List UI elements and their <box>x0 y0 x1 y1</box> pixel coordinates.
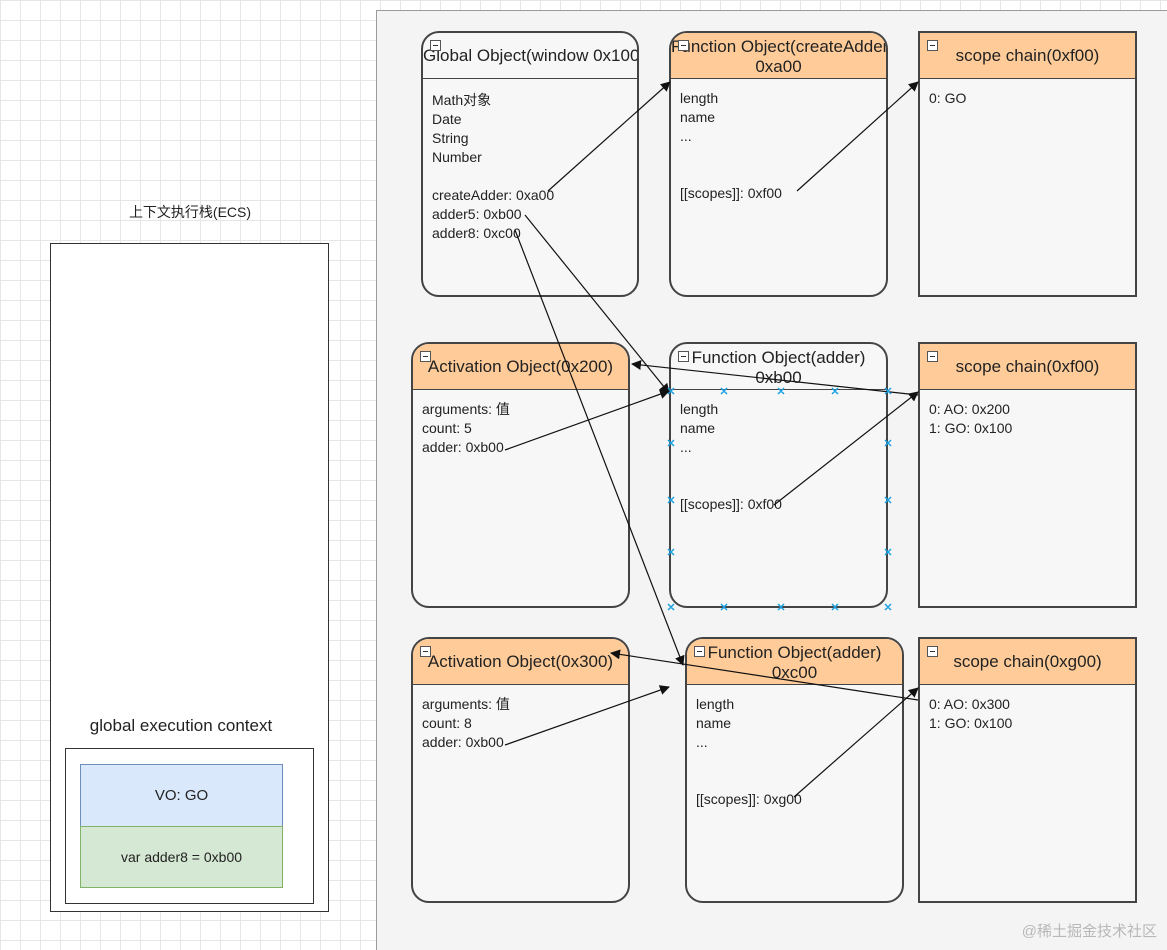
scope-chain-f00-title: scope chain(0xf00) <box>920 33 1135 79</box>
gec-title: global execution context <box>89 716 273 735</box>
function-object-adder-c00-title: Function Object(adder) 0xc00 <box>687 639 902 685</box>
activation-object-200-node[interactable]: Activation Object(0x200) arguments: 值 co… <box>411 342 630 608</box>
activation-object-200-body: arguments: 值 count: 5 adder: 0xb00 <box>422 401 510 455</box>
collapse-icon[interactable] <box>420 351 431 362</box>
function-object-createadder-node[interactable]: Function Object(createAdder) 0xa00 lengt… <box>669 31 888 297</box>
collapse-icon[interactable] <box>678 351 689 362</box>
collapse-icon[interactable] <box>430 40 441 51</box>
scope-chain-g00-node[interactable]: scope chain(0xg00) 0: AO: 0x300 1: GO: 0… <box>918 637 1137 903</box>
function-object-adder-b00-title: Function Object(adder) 0xb00 <box>671 344 886 390</box>
scope-chain-g00-title: scope chain(0xg00) <box>920 639 1135 685</box>
activation-object-300-title: Activation Object(0x300) <box>413 639 628 685</box>
scope-chain-f00-second-body: 0: AO: 0x200 1: GO: 0x100 <box>929 401 1013 436</box>
scope-chain-g00-body: 0: AO: 0x300 1: GO: 0x100 <box>929 696 1013 731</box>
watermark: @稀土掘金技术社区 <box>1021 923 1157 940</box>
global-object-title: Global Object(window 0x100) <box>423 33 637 79</box>
function-object-adder-c00-node[interactable]: Function Object(adder) 0xc00 length name… <box>685 637 904 903</box>
collapse-icon[interactable] <box>694 646 705 657</box>
activation-object-300-body: arguments: 值 count: 8 adder: 0xb00 <box>422 696 510 750</box>
global-object-node[interactable]: Global Object(window 0x100) Math对象 Date … <box>421 31 639 297</box>
activation-object-300-node[interactable]: Activation Object(0x300) arguments: 值 co… <box>411 637 630 903</box>
collapse-icon[interactable] <box>420 646 431 657</box>
collapse-icon[interactable] <box>678 40 689 51</box>
vo-cell[interactable]: VO: GO <box>80 764 283 827</box>
function-object-createadder-body: length name ... [[scopes]]: 0xf00 <box>680 90 782 201</box>
function-object-adder-b00-node[interactable]: Function Object(adder) 0xb00 length name… <box>669 342 888 608</box>
scope-chain-f00-second-node[interactable]: scope chain(0xf00) 0: AO: 0x200 1: GO: 0… <box>918 342 1137 608</box>
activation-object-200-title: Activation Object(0x200) <box>413 344 628 390</box>
ecs-title: 上下文执行栈(ECS) <box>128 204 252 220</box>
function-object-adder-b00-body: length name ... [[scopes]]: 0xf00 <box>680 401 782 512</box>
scope-chain-f00-node[interactable]: scope chain(0xf00) 0: GO <box>918 31 1137 297</box>
collapse-icon[interactable] <box>927 351 938 362</box>
collapse-icon[interactable] <box>927 40 938 51</box>
collapse-icon[interactable] <box>927 646 938 657</box>
scope-chain-f00-body: 0: GO <box>929 90 967 106</box>
function-object-adder-c00-body: length name ... [[scopes]]: 0xg00 <box>696 696 802 807</box>
scope-chain-f00-second-title: scope chain(0xf00) <box>920 344 1135 390</box>
function-object-createadder-title: Function Object(createAdder) 0xa00 <box>671 33 886 79</box>
global-object-body: Math对象 Date String Number createAdder: 0… <box>432 92 555 241</box>
var-cell[interactable]: var adder8 = 0xb00 <box>80 826 283 888</box>
